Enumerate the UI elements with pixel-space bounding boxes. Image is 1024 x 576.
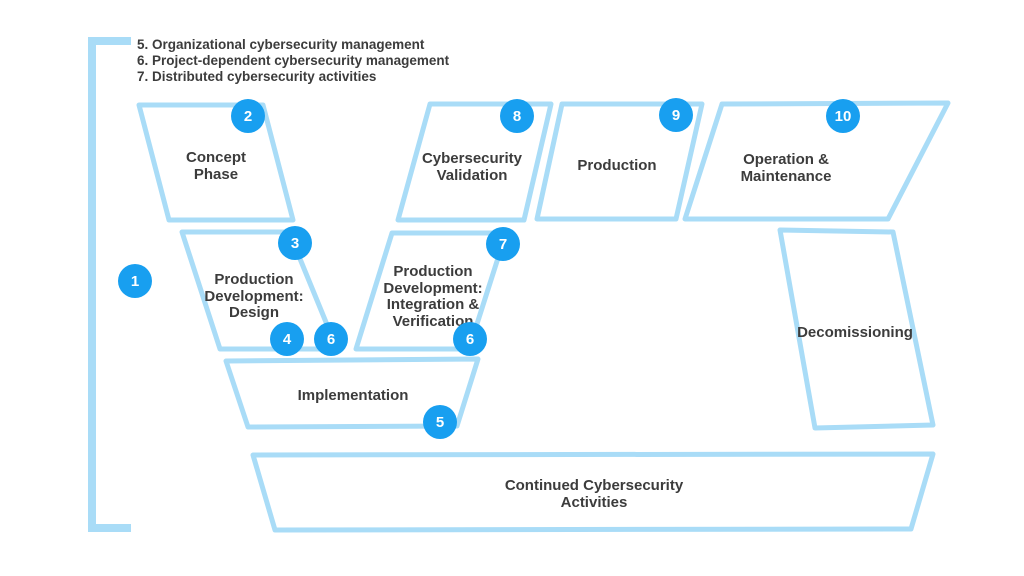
concept-phase-shape [136,102,296,223]
legend-item-organizational: 5. Organizational cybersecurity manageme… [137,37,425,52]
decomissioning-label: Decomissioning [797,324,913,341]
implementation-label: Implementation [297,387,409,404]
operation-maintenance-label: Operation & Maintenance [740,151,832,185]
badge-5: 5 [423,405,457,439]
production-development-integration-label: Production Development: Integration & Ve… [383,263,483,330]
implementation-shape [223,356,481,430]
badge-10: 10 [826,99,860,133]
badge-8: 8 [500,99,534,133]
badge-3: 3 [278,226,312,260]
operation-maintenance-shape [682,100,951,222]
concept-phase-label: Concept Phase [186,149,246,183]
badge-4: 4 [270,322,304,356]
badge-7: 7 [486,227,520,261]
production-development-design-label: Production Development: Design [204,271,304,321]
badge-1: 1 [118,264,152,298]
production-shape [534,101,705,222]
continued-cybersecurity-activities-label: Continued Cybersecurity Activities [504,477,684,511]
left-bracket-shape [88,37,131,532]
badge-9: 9 [659,98,693,132]
production-label: Production [577,157,657,174]
badge-6-design: 6 [314,322,348,356]
cybersecurity-validation-label: Cybersecurity Validation [421,150,523,184]
badge-6-integration: 6 [453,322,487,356]
legend-item-distributed: 7. Distributed cybersecurity activities [137,69,377,84]
legend-list: 5. Organizational cybersecurity manageme… [137,37,449,85]
badge-2: 2 [231,99,265,133]
continued-cybersecurity-activities-shape [250,451,936,533]
decomissioning-shape [777,227,936,431]
legend-item-project-dependent: 6. Project-dependent cybersecurity manag… [137,53,450,68]
